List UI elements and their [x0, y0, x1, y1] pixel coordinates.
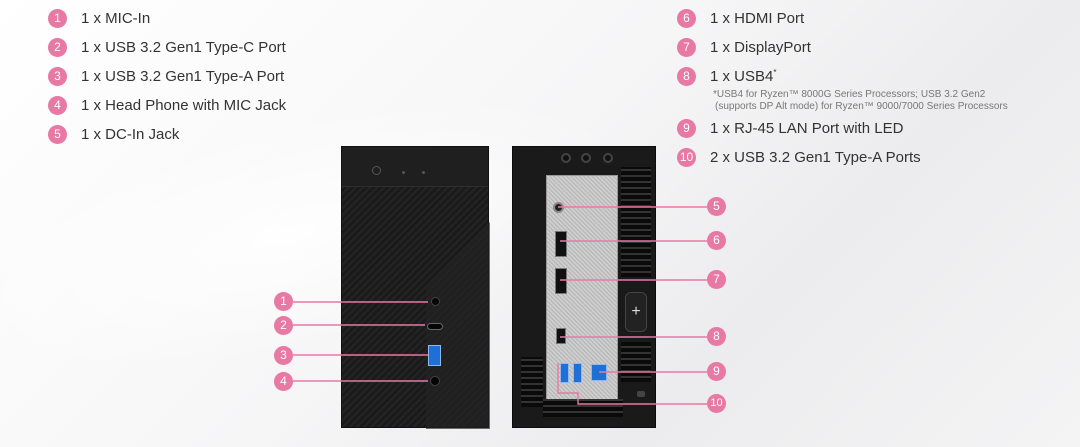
plus-icon: +	[625, 292, 647, 332]
usb-type-a-port	[573, 363, 582, 383]
front-top-panel	[342, 147, 488, 187]
list-item-label: 1 x DisplayPort	[710, 39, 811, 56]
list-item: 3 1 x USB 3.2 Gen1 Type-A Port	[48, 67, 284, 86]
power-icon	[372, 166, 381, 175]
number-badge: 9	[677, 119, 696, 138]
usb-type-c-port	[427, 323, 443, 330]
list-item: 1 1 x MIC-In	[48, 9, 150, 28]
list-item-label: 1 x Head Phone with MIC Jack	[81, 97, 287, 114]
callout-badge: 5	[707, 197, 726, 216]
list-item: 7 1 x DisplayPort	[677, 38, 811, 57]
usb-type-a-port	[560, 363, 569, 383]
list-item-label: 1 x HDMI Port	[710, 10, 805, 27]
number-badge: 6	[677, 9, 696, 28]
screw-icon	[561, 153, 571, 163]
list-item: 5 1 x DC-In Jack	[48, 125, 179, 144]
callout-badge: 8	[707, 327, 726, 346]
list-item-label: 1 x USB 3.2 Gen1 Type-A Port	[81, 68, 285, 85]
list-item-label: 1 x USB 3.2 Gen1 Type-C Port	[81, 39, 286, 56]
callout-badge: 7	[707, 270, 726, 289]
list-item: 6 1 x HDMI Port	[677, 9, 804, 28]
status-led	[422, 171, 425, 174]
rear-vent	[621, 167, 651, 277]
front-slant-shape	[426, 222, 490, 429]
usb4-label-text: 1 x USB4	[710, 68, 774, 85]
list-item-label: 1 x RJ-45 LAN Port with LED	[710, 120, 904, 137]
usb4-footnote-line2: (supports DP Alt mode) for Ryzen™ 9000/7…	[715, 101, 1008, 112]
number-badge: 2	[48, 38, 67, 57]
status-led	[402, 171, 405, 174]
list-item: 9 1 x RJ-45 LAN Port with LED	[677, 119, 903, 138]
number-badge: 3	[48, 67, 67, 86]
number-badge: 7	[677, 38, 696, 57]
list-item-label: 1 x USB4*	[710, 68, 777, 85]
mic-in-port	[431, 297, 440, 306]
list-item-label: 1 x DC-In Jack	[81, 126, 180, 143]
list-item: 8 1 x USB4*	[677, 67, 777, 86]
list-item: 10 2 x USB 3.2 Gen1 Type-A Ports	[677, 148, 921, 167]
number-badge: 1	[48, 9, 67, 28]
callout-badge: 3	[274, 346, 293, 365]
screw-icon	[581, 153, 591, 163]
usb4-footnote-line1: *USB4 for Ryzen™ 8000G Series Processors…	[713, 89, 986, 100]
displayport-port	[555, 268, 567, 294]
headphone-jack	[430, 376, 440, 386]
number-badge: 8	[677, 67, 696, 86]
callout-badge: 9	[707, 362, 726, 381]
list-item-label: 2 x USB 3.2 Gen1 Type-A Ports	[710, 149, 921, 166]
kensington-lock-slot	[637, 391, 645, 397]
callout-badge: 6	[707, 231, 726, 250]
usb-type-a-port	[428, 345, 441, 366]
number-badge: 5	[48, 125, 67, 144]
footnote-marker: *	[773, 68, 777, 77]
list-item: 4 1 x Head Phone with MIC Jack	[48, 96, 286, 115]
rear-vent	[621, 342, 651, 382]
list-item-label: 1 x MIC-In	[81, 10, 151, 27]
list-item: 2 1 x USB 3.2 Gen1 Type-C Port	[48, 38, 286, 57]
number-badge: 4	[48, 96, 67, 115]
rear-vent	[521, 357, 543, 407]
callout-badge: 10	[707, 394, 726, 413]
callout-badge: 2	[274, 316, 293, 335]
screw-icon	[603, 153, 613, 163]
rear-chassis-image: +	[512, 146, 656, 428]
number-badge: 10	[677, 148, 696, 167]
callout-badge: 1	[274, 292, 293, 311]
usb4-port	[556, 328, 566, 344]
hdmi-port	[555, 231, 567, 257]
callout-badge: 4	[274, 372, 293, 391]
